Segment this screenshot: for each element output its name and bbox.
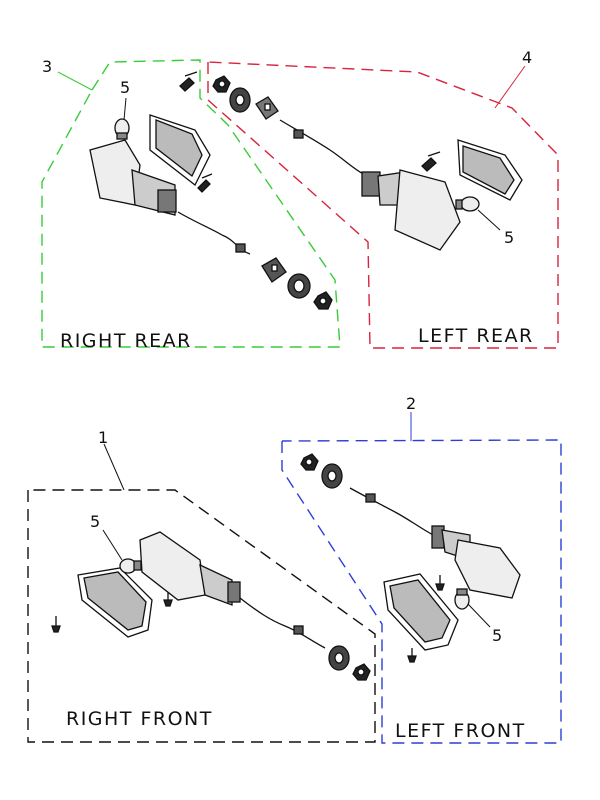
callout-leaders [57,65,526,491]
wire-icon [177,211,251,255]
housing-icon [139,531,241,606]
grommet-icon [328,645,350,671]
right-front-label: RIGHT FRONT [66,708,213,730]
screw-icon [435,575,445,591]
left-rear-parts [212,75,523,251]
bulb-callout-rf: 5 [90,512,101,531]
left-front-parts [300,453,521,663]
bulb-leaders [102,97,501,628]
lens-icon [457,139,523,201]
wire-icon [279,119,366,176]
bulb-callout-rr: 5 [120,78,131,97]
bulb-icon [454,588,470,610]
lens-icon [77,567,153,638]
lens-icon [149,114,211,186]
grommet-icon [287,273,311,299]
callout-2-number: 2 [406,394,417,413]
plate-icon [255,96,279,120]
screw-icon [179,71,198,92]
bulb-leader-rf [102,529,123,561]
bulb-icon [455,196,480,212]
housing-icon [431,525,521,599]
right-rear-boundary [41,59,341,348]
screw-icon [407,648,417,663]
plate-icon [261,257,287,283]
grommet-icon [229,87,251,113]
screw-icon [51,616,61,633]
lens-icon [383,573,459,651]
bulb-leader-lf [467,603,491,628]
callout-3-number: 3 [42,57,53,76]
right-rear-parts [89,71,333,310]
left-front-boundary [281,439,562,744]
nut-icon [313,291,333,310]
right-front-boundary [27,489,376,743]
nut-icon [300,453,319,471]
grommet-icon [321,463,343,489]
nut-icon [212,75,231,93]
bulb-callout-lf: 5 [492,626,503,645]
callout-1-leader [103,443,125,491]
nut-icon [352,663,371,681]
bulb-callout-lr: 5 [504,228,515,247]
screw-icon [421,151,441,172]
bulb-icon [114,118,130,140]
screw-icon [163,592,173,607]
right-front-parts [51,531,371,681]
housing-icon [361,169,461,251]
left-rear-label: LEFT REAR [418,325,534,347]
wire-icon [349,487,436,537]
bulb-leader-lr [477,209,501,231]
bulb-icon [119,558,142,574]
left-front-label: LEFT FRONT [395,720,526,742]
wire-icon [239,597,326,649]
callout-4-leader [494,65,526,109]
bulb-leader-rr [123,97,127,121]
callout-3-leader [57,71,93,91]
housing-icon [89,139,177,216]
screw-icon [197,173,213,193]
callout-1-number: 1 [98,428,109,447]
callout-4-number: 4 [522,48,533,67]
right-rear-label: RIGHT REAR [60,330,192,352]
